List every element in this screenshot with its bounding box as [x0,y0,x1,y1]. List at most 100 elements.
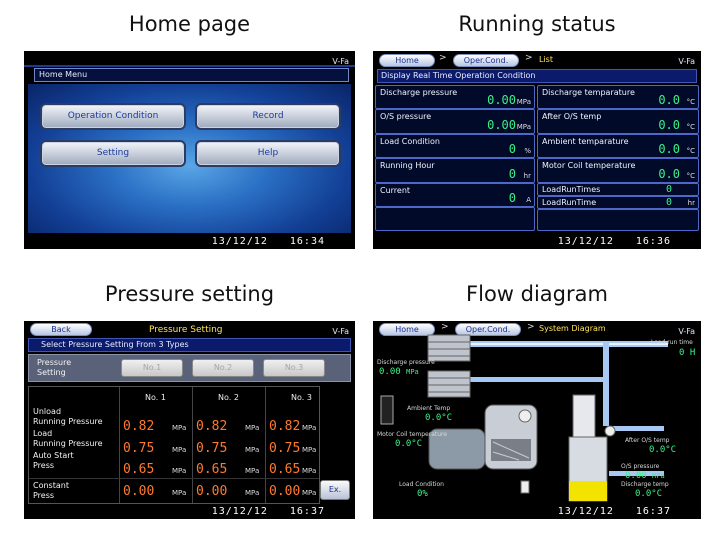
breadcrumb-current: List [539,55,553,64]
pressure-value[interactable]: 0.00 [196,484,228,499]
cell-unit: °C [686,98,695,106]
cell-value: 0 [508,167,516,181]
load-run-time-cell: LoadRunTime 0 hr [537,196,699,209]
divider [119,387,120,503]
oil-level [569,481,607,501]
gauge [518,409,532,423]
home-menu-title: Home Menu [34,68,349,82]
help-button[interactable]: Help [195,140,341,167]
breadcrumb-oper-cond-button[interactable]: Oper.Cond. [455,323,521,336]
pressure-value[interactable]: 0.82 [196,419,228,434]
column-header-no1: No. 1 [145,393,166,402]
pressure-unit: MPa [302,424,317,432]
cell-label: After O/S temp [542,112,602,121]
load-condition-cell: Load Condition 0 % [375,134,535,158]
cell-unit: MPa [516,123,531,131]
after-os-temp-cell: After O/S temp 0.0 °C [537,109,699,134]
pressure-unit: MPa [302,467,317,475]
caption-home-page: Home page [128,12,251,36]
aftercooler [427,334,471,362]
cell-value: 0 [508,191,516,205]
chevron-right-icon: > [527,322,535,332]
unit-text: MPa [652,472,665,480]
setting-button[interactable]: Setting [40,140,186,167]
label-line-2: Running Pressure [33,417,103,426]
empty-cell [375,207,535,231]
cell-unit: hr [687,199,695,207]
ex-button[interactable]: Ex. [320,480,350,500]
divider [265,387,266,503]
motor-coil-temperature-cell: Motor Coil temperature 0.0 °C [537,158,699,183]
discharge-temp-value: 0.0°C [635,489,663,499]
breadcrumb-home-button[interactable]: Home [379,54,435,67]
date-text: 13/12/12 [557,236,614,247]
pressure-value[interactable]: 0.65 [269,462,301,477]
pressure-type-no2-button[interactable]: No.2 [192,359,254,377]
cell-value: 0.0 [658,118,680,132]
operation-condition-button[interactable]: Operation Condition [40,103,186,130]
breadcrumb-home-button[interactable]: Home [379,323,435,336]
cell-value: 0.0 [658,142,680,156]
pressure-value[interactable]: 0.75 [196,441,228,456]
label-line-2: Running Pressure [33,439,103,448]
pressure-value[interactable]: 0.65 [123,462,155,477]
os-pressure-label: O/S pressure [621,463,660,470]
ambient-temp-value: 0.0°C [425,413,453,423]
pressure-value[interactable]: 0.75 [269,441,301,456]
ambient-temperature-cell: Ambient temparature 0.0 °C [537,134,699,158]
pressure-type-no1-button[interactable]: No.1 [121,359,183,377]
breadcrumb-current: System Diagram [539,324,606,333]
discharge-temperature-cell: Discharge temparature 0.0 °C [537,85,699,109]
breadcrumb-oper-cond-button[interactable]: Oper.Cond. [453,54,519,67]
pressure-value[interactable]: 0.75 [123,441,155,456]
load-condition-label: Load Condition [399,481,444,488]
pressure-setting-title: Pressure Setting [149,325,223,335]
pipe-top-inner [468,343,668,345]
os-pressure-cell: O/S pressure 0.00 MPa [375,109,535,134]
empty-cell [537,209,699,231]
divider [192,387,193,503]
discharge-pressure-label: Discharge pressure [377,359,435,366]
running-values-grid: Discharge pressure 0.0 0 MPa O/S pressure… [375,85,699,233]
pressure-value[interactable]: 0.65 [196,462,228,477]
back-button[interactable]: Back [30,323,92,336]
pressure-value[interactable]: 0.82 [123,419,155,434]
cell-unit: hr [523,172,531,180]
gauge [604,425,616,437]
pressure-setting-screen: Back Pressure Setting V-Fa Select Pressu… [24,321,355,519]
cell-value: 0 [665,197,672,208]
pipe-vertical [603,341,609,426]
pressure-unit: MPa [172,424,187,432]
divider [29,478,319,479]
unit-text: MPa [406,368,419,376]
cell-label: Current [380,186,411,195]
cell-label: Discharge pressure [380,88,458,97]
pressure-value[interactable]: 0.82 [269,419,301,434]
label-line-2: Press [33,491,55,500]
pressure-type-no3-button[interactable]: No.3 [263,359,325,377]
separator-top [572,394,596,438]
os-pressure-value: 0.00 MPa [625,471,665,481]
cell-label: Discharge temparature [542,88,635,97]
motor-coil-temp-value: 0.0°C [395,439,423,449]
cell-label: LoadRunTimes [542,185,601,194]
label-line-1: Pressure [37,358,72,367]
pressure-unit: MPa [245,489,260,497]
vfa-label: V-Fa [678,57,695,66]
value-text: 0.00 [379,367,401,377]
pressure-value[interactable]: 0.00 [123,484,155,499]
pressure-value[interactable]: 0.00 [269,484,301,499]
record-button[interactable]: Record [195,103,341,130]
cell-unit: MPa [516,98,531,106]
home-menu-panel: Operation Condition Record Setting Help [28,84,351,233]
discharge-temp-label: Discharge temp [621,481,669,488]
